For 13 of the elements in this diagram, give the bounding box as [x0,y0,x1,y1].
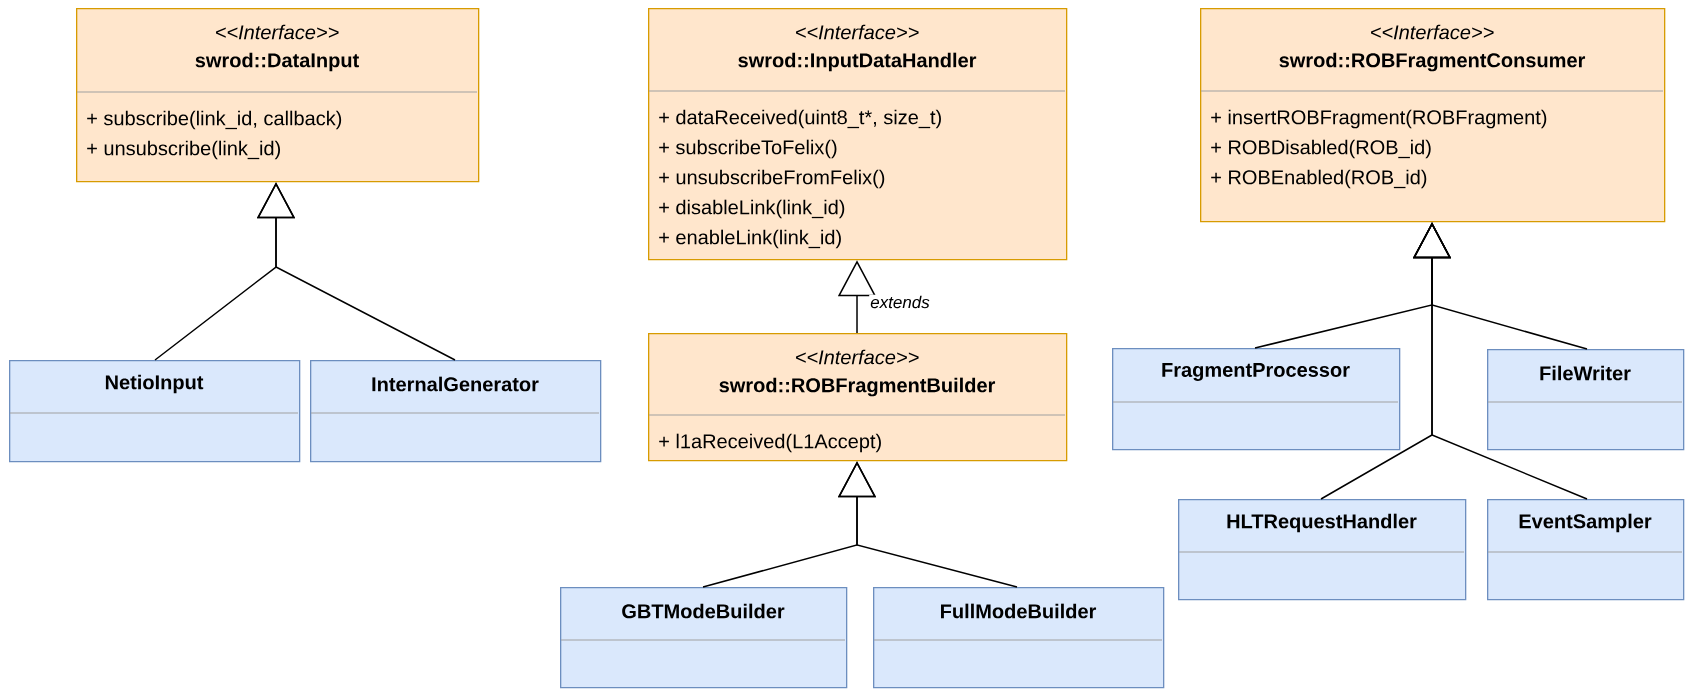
class-box: NetioInput [9,360,301,463]
class-box: EventSampler [1487,499,1685,601]
interface-box: <<Interface>> swrod::DataInput + subscribe(link_id, callback) + unsubscribe(link_id) [76,8,480,183]
interface-box: <<Interface>> swrod::InputDataHandler + dataReceived(uint8_t*, size_t) + subscribeToFelix() + unsubscribeFromFelix() + disableLink(link_id) + enableLink(link_id) [648,8,1068,261]
class-box: HLTRequestHandler [1178,499,1467,601]
interface-box: <<Interface>> swrod::ROBFragmentConsumer + insertROBFragment(ROBFragment) + ROBDisabled(ROB_id) + ROBEnabled(ROB_id) [1200,8,1666,223]
interface-box: <<Interface>> swrod::ROBFragmentBuilder + l1aReceived(L1Accept) [648,333,1068,462]
edge-label: extends [869,294,931,310]
class-box: GBTModeBuilder [560,587,848,689]
class-box: FragmentProcessor [1112,348,1401,451]
class-box: FullModeBuilder [873,587,1165,689]
class-box: FileWriter [1487,349,1685,451]
class-box: InternalGenerator [310,360,602,463]
